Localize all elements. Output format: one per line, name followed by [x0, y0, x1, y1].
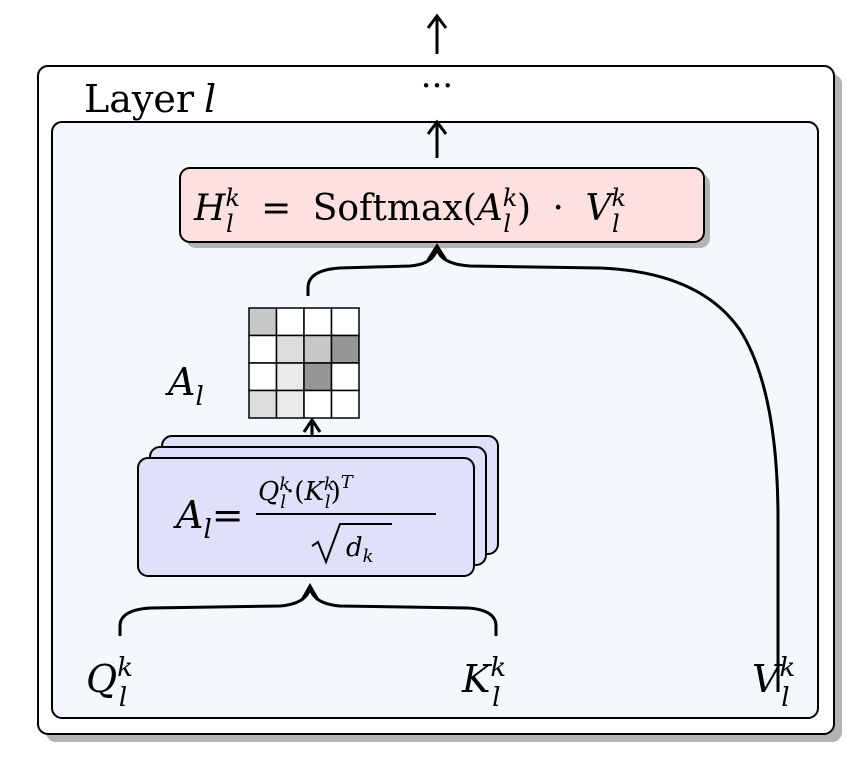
- svg-text:dk: dk: [346, 533, 374, 567]
- matrix-cell: [303, 334, 333, 364]
- attention-matrix-label: Al: [165, 360, 204, 412]
- ellipsis-dots: ···: [421, 66, 453, 106]
- matrix-cell: [275, 362, 305, 392]
- matrix-cell: [303, 307, 333, 337]
- matrix-cell: [303, 362, 333, 392]
- score-input-brace: [118, 582, 498, 636]
- matrix-cell: [330, 334, 360, 364]
- svg-text:Qkl·(Kkl)T: Qkl·(Kkl)T: [258, 472, 355, 513]
- matrix-cell: [275, 334, 305, 364]
- matrix-cell: [303, 389, 333, 419]
- matrix-cell: [248, 334, 278, 364]
- score-box: [137, 457, 475, 577]
- matrix-cell: [248, 389, 278, 419]
- softmax-box: [179, 167, 705, 243]
- matrix-cell: [275, 389, 305, 419]
- matrix-cell: [248, 362, 278, 392]
- attention-matrix: [248, 307, 360, 419]
- matrix-cell: [248, 307, 278, 337]
- matrix-cell: [330, 307, 360, 337]
- svg-text:Al=: Al=: [173, 493, 244, 545]
- output-arrow: [426, 13, 448, 54]
- matrix-cell: [330, 389, 360, 419]
- matrix-cell: [330, 362, 360, 392]
- softmax-output-arrow: [426, 119, 448, 158]
- matrix-cell: [275, 307, 305, 337]
- softmax-input-brace: [306, 243, 780, 692]
